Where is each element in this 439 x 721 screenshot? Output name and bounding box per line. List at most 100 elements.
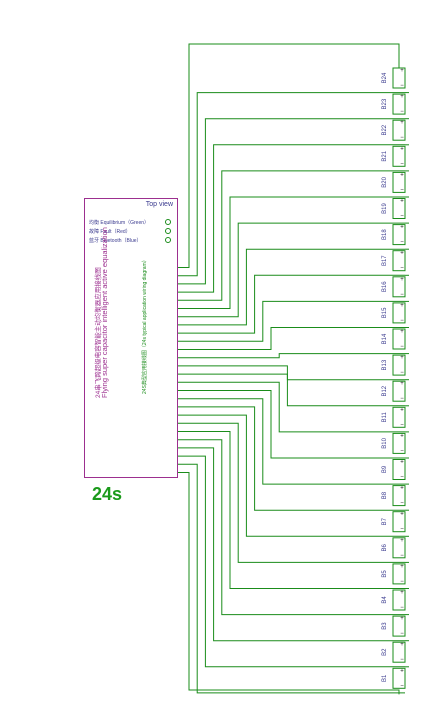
cell-plus-sign: + [400, 329, 404, 335]
battery-cell [392, 93, 406, 115]
led-fault-icon [165, 228, 171, 234]
cell-minus-sign: − [400, 657, 404, 663]
cell-plus-sign: + [400, 172, 404, 178]
wire [173, 353, 405, 359]
cell-minus-sign: − [400, 605, 404, 611]
cell-label: B21 [382, 150, 388, 161]
cell-label: B19 [382, 203, 388, 214]
cell-label: B14 [382, 333, 388, 344]
cell-plus-sign: + [400, 68, 404, 74]
top-view-label: Top view [145, 201, 173, 208]
cell-plus-sign: + [400, 590, 404, 596]
cell-label: B11 [382, 412, 388, 423]
battery-cell [392, 432, 406, 454]
cell-label: B20 [382, 176, 388, 187]
series-count-label: 24s [92, 484, 123, 504]
cell-plus-sign: + [400, 277, 404, 283]
cell-label: B9 [382, 465, 388, 473]
battery-cell [392, 537, 406, 559]
board-title-en: Flying super capacitor intelligent activ… [100, 227, 109, 398]
wire [173, 447, 405, 642]
cell-minus-sign: − [400, 631, 404, 637]
cell-plus-sign: + [400, 564, 404, 570]
wire [173, 390, 405, 459]
battery-cell [392, 224, 406, 246]
wire [173, 327, 405, 350]
battery-cell [392, 406, 406, 428]
wire [173, 144, 405, 293]
balancer-board: Top view 均衡 Equilibrium（Green） 故障 Fault（… [84, 198, 178, 478]
cell-minus-sign: − [400, 527, 404, 533]
battery-cell [392, 563, 406, 585]
cell-plus-sign: + [400, 486, 404, 492]
wire [173, 365, 405, 381]
led-equilibrium-icon [165, 219, 171, 225]
cell-label: B6 [382, 543, 388, 551]
cell-minus-sign: − [400, 475, 404, 481]
cell-label: B23 [382, 98, 388, 109]
battery-cell [392, 511, 406, 533]
wire [173, 439, 405, 616]
cell-minus-sign: − [400, 240, 404, 246]
cell-plus-sign: + [400, 146, 404, 152]
battery-cell [392, 641, 406, 663]
battery-cell [392, 354, 406, 376]
cell-minus-sign: − [400, 292, 404, 298]
wire [173, 300, 405, 342]
board-subtitle: 24S典型应用接线图（24s typical application wirin… [142, 257, 148, 394]
cell-plus-sign: + [400, 642, 404, 648]
cell-minus-sign: − [400, 187, 404, 193]
cell-plus-sign: + [400, 616, 404, 622]
cell-minus-sign: − [400, 266, 404, 272]
cell-minus-sign: − [400, 553, 404, 559]
battery-cell [392, 328, 406, 350]
cell-label: B10 [382, 437, 388, 448]
led-bluetooth-icon [165, 237, 171, 243]
cell-label: B17 [382, 255, 388, 266]
cell-plus-sign: + [400, 407, 404, 413]
cell-minus-sign: − [400, 109, 404, 115]
cell-plus-sign: + [400, 668, 404, 674]
cell-minus-sign: − [400, 422, 404, 428]
led-fault-label: 故障 Fault（Red） [89, 229, 131, 235]
wire [173, 274, 405, 334]
battery-cell [392, 276, 406, 298]
cell-plus-sign: + [400, 120, 404, 126]
wire [173, 381, 405, 433]
cell-plus-sign: + [400, 460, 404, 466]
battery-cell [392, 145, 406, 167]
battery-cell [392, 302, 406, 324]
cell-minus-sign: − [400, 135, 404, 141]
battery-cell [392, 171, 406, 193]
cell-label: B22 [382, 124, 388, 135]
cell-plus-sign: + [400, 251, 404, 257]
cell-minus-sign: − [400, 579, 404, 585]
cell-minus-sign: − [400, 396, 404, 402]
wire [173, 455, 405, 668]
cell-label: B7 [382, 517, 388, 525]
wire [173, 463, 405, 694]
cell-label: B24 [382, 72, 388, 83]
wire [173, 406, 405, 511]
cell-label: B18 [382, 229, 388, 240]
cell-minus-sign: − [400, 683, 404, 689]
wire [173, 414, 405, 537]
cell-plus-sign: + [400, 94, 404, 100]
cell-label: B3 [382, 622, 388, 630]
battery-cell [392, 250, 406, 272]
cell-plus-sign: + [400, 303, 404, 309]
wire [173, 431, 405, 589]
battery-cell [392, 119, 406, 141]
cell-label: B13 [382, 359, 388, 370]
wire [173, 118, 405, 285]
cell-label: B15 [382, 307, 388, 318]
cell-label: B16 [382, 281, 388, 292]
cell-minus-sign: − [400, 214, 404, 220]
led-equilibrium-label: 均衡 Equilibrium（Green） [89, 220, 150, 226]
battery-cell [392, 380, 406, 402]
wire [173, 222, 405, 318]
wire [173, 248, 405, 326]
cell-label: B8 [382, 491, 388, 499]
